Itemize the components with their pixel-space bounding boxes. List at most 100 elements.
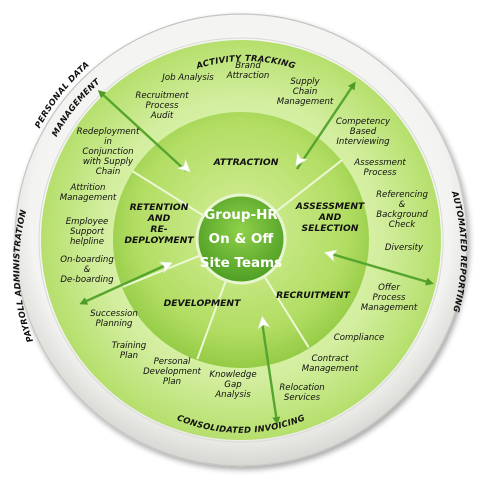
item-compliance-line: Compliance xyxy=(334,333,385,343)
item-redeployment-supply-chain-line: in xyxy=(104,137,112,147)
item-assessment-process-line: Process xyxy=(364,168,397,178)
item-knowledge-gap-analysis-line: Gap xyxy=(224,380,242,390)
center-hub xyxy=(195,193,287,285)
arrow-top-right-chevron-icon xyxy=(295,151,309,167)
item-referencing-background-check-line: Background xyxy=(376,210,428,220)
section-recruitment: RECRUITMENT xyxy=(276,290,350,301)
item-onboarding-deboarding-line: On-boarding xyxy=(60,255,114,265)
item-redeployment-supply-chain-line: with Supply xyxy=(83,157,134,167)
arrow-bottom-chevron-icon xyxy=(257,315,271,330)
section-divider xyxy=(276,159,343,212)
item-personal-development-plan-line: Personal xyxy=(154,357,191,367)
section-retention-and-redeployment-line: RE- xyxy=(150,224,167,235)
item-offer-process-management-line: Management xyxy=(361,303,418,313)
item-redeployment-supply-chain-line: Conjunction xyxy=(82,147,133,157)
section-retention-and-redeployment-line: RETENTION xyxy=(130,202,189,213)
arrow-bottom xyxy=(260,321,281,425)
outer-ring-inner-edge xyxy=(38,37,444,443)
center-line-3: Site Teams xyxy=(200,255,282,271)
section-attraction-line: ATTRACTION xyxy=(213,157,279,168)
item-redeployment-supply-chain-line: Redeployment xyxy=(77,127,140,137)
arrow-top-right xyxy=(296,81,356,170)
section-divider xyxy=(122,255,200,288)
item-competency-based-interviewing-line: Interviewing xyxy=(336,137,390,147)
item-attrition-management-line: Attrition xyxy=(69,183,105,193)
spoke-arrows xyxy=(79,81,434,425)
item-compliance: Compliance xyxy=(334,333,385,343)
item-onboarding-deboarding-line: & xyxy=(84,265,91,275)
item-supply-chain-management-line: Management xyxy=(277,97,334,107)
item-onboarding-deboarding: On-boarding&De-boarding xyxy=(60,255,114,285)
item-relocation-services-line: Relocation xyxy=(279,383,324,393)
item-attrition-management-line: Management xyxy=(60,193,117,203)
item-brand-attraction-line: Attraction xyxy=(226,71,270,81)
item-diversity-line: Diversity xyxy=(385,243,424,253)
item-training-plan-line: Training xyxy=(112,341,147,351)
section-attraction: ATTRACTION xyxy=(213,157,279,168)
section-recruitment-line: RECRUITMENT xyxy=(276,290,350,301)
item-succession-planning-line: Succession xyxy=(90,309,138,319)
section-dividers xyxy=(122,159,343,360)
center-line-1: Group-HR xyxy=(204,207,278,223)
section-divider xyxy=(196,281,227,360)
item-recruitment-process-audit-line: Recruitment xyxy=(135,91,189,101)
item-supply-chain-management-line: Chain xyxy=(293,87,318,97)
item-contract-management-line: Contract xyxy=(312,354,350,364)
arrow-right xyxy=(327,251,434,286)
item-competency-based-interviewing-line: Based xyxy=(350,127,377,137)
item-diversity: Diversity xyxy=(385,243,424,253)
item-job-analysis: Job Analysis xyxy=(160,73,214,83)
item-employee-support-helpline-line: Employee xyxy=(66,217,109,227)
arrow-right-chevron-icon xyxy=(323,249,339,263)
item-training-plan-line: Plan xyxy=(120,351,138,361)
item-recruitment-process-audit-line: Audit xyxy=(150,111,174,121)
item-brand-attraction-line: Brand xyxy=(235,61,261,71)
item-supply-chain-management-line: Supply xyxy=(290,77,320,87)
section-assessment-and-selection-line: SELECTION xyxy=(302,223,359,234)
item-competency-based-interviewing-line: Competency xyxy=(336,117,391,127)
arrow-top-left-chevron-icon xyxy=(176,158,191,173)
item-personal-development-plan-line: Plan xyxy=(163,377,181,387)
section-divider xyxy=(264,277,310,348)
item-referencing-background-check-line: & xyxy=(399,200,406,210)
item-assessment-process-line: Assessment xyxy=(353,158,406,168)
section-assessment-and-selection-line: ASSESSMENT xyxy=(295,201,365,212)
section-assessment-and-selection-line: AND xyxy=(318,212,342,223)
item-employee-support-helpline-line: Support xyxy=(70,227,105,237)
item-redeployment-supply-chain-line: Chain xyxy=(96,167,121,177)
item-knowledge-gap-analysis-line: Analysis xyxy=(214,390,251,400)
item-knowledge-gap-analysis-line: Knowledge xyxy=(209,370,256,380)
item-referencing-background-check-line: Check xyxy=(389,220,416,230)
section-development-line: DEVELOPMENT xyxy=(164,298,241,309)
section-divider xyxy=(132,170,203,216)
item-onboarding-deboarding-line: De-boarding xyxy=(60,275,114,285)
item-relocation-services-line: Services xyxy=(284,393,321,403)
arrow-top-left xyxy=(97,89,187,172)
center-line-2: On & Off xyxy=(209,231,275,247)
arrow-left xyxy=(79,263,167,305)
item-employee-support-helpline-line: helpline xyxy=(70,237,104,247)
section-retention-and-redeployment-line: DEPLOYMENT xyxy=(124,235,194,246)
item-offer-process-management-line: Offer xyxy=(378,283,400,293)
item-job-analysis-line: Job Analysis xyxy=(160,73,214,83)
